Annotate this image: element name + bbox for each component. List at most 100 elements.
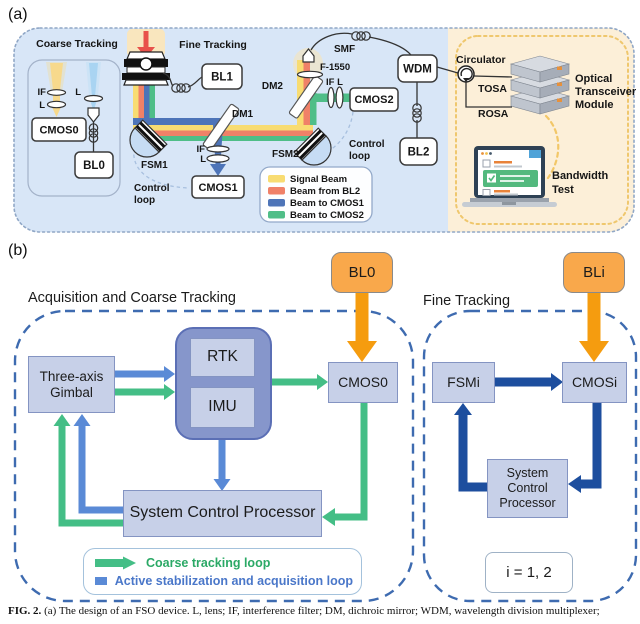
three-axis-gimbal-node: Three-axis Gimbal [28, 356, 115, 413]
fsm2-label: FSM2 [272, 149, 299, 160]
fsm2-mirror-icon [293, 127, 332, 166]
legend-swatch-cmos1 [268, 199, 285, 207]
l-label-cmos1: L [200, 154, 206, 165]
tosa-label: TOSA [478, 83, 507, 95]
bl2-coil-icon [412, 103, 422, 123]
bli-to-cmosi-arrow [579, 291, 609, 362]
rtk-node: RTK [190, 338, 255, 377]
otm-label-line3: Module [575, 99, 614, 111]
bl2-box [399, 137, 438, 166]
bl1-label: BL1 [211, 72, 233, 84]
fsm1-label: FSM1 [141, 160, 168, 171]
if-lens-cmos2 [327, 86, 335, 109]
stabilization-arrows [73, 366, 231, 514]
l-lens-coarse [46, 100, 67, 109]
panel-b-dashed-borders [13, 309, 638, 603]
laptop-icon [462, 146, 557, 207]
test-zone-dotted-border [455, 35, 629, 225]
legend-swatch-signal [268, 175, 285, 183]
caption-prefix: FIG. 2. [8, 605, 42, 617]
legend-label-stabilization-loop: Active stabilization and acquisition loo… [114, 573, 353, 588]
coarse-tracking-title: Coarse Tracking [36, 38, 118, 50]
circulator-label: Circulator [456, 54, 506, 66]
bandwidth-test-label-line2: Test [552, 184, 574, 196]
wdm-box [397, 54, 438, 83]
cmos0-box [31, 117, 87, 142]
bl1-box [201, 63, 243, 90]
l-lens-bl0 [83, 94, 104, 103]
lens-icons [46, 70, 344, 163]
control-loop-left-line2: loop [134, 195, 155, 206]
panel-a-dotted-border [13, 27, 635, 233]
smf-collimator-icon [302, 48, 315, 63]
imu-node: IMU [190, 387, 255, 428]
panel-b-tag: (b) [8, 242, 28, 259]
f1550-lens [296, 70, 324, 79]
legend-label-coarse-loop: Coarse tracking loop [146, 555, 271, 570]
optical-transceiver-module-icon [509, 55, 571, 115]
if-label-cmos1: IF [197, 144, 206, 155]
bl0-node: BL0 [331, 252, 393, 293]
fine-tracking-heading: Fine Tracking [423, 293, 511, 309]
legend-label-signal: Signal Beam [290, 174, 347, 185]
f1550-label: F-1550 [320, 62, 350, 73]
bl0-box [74, 151, 114, 179]
coarse-tracking-box [27, 59, 121, 197]
legend-label-cmos1: Beam to CMOS1 [290, 198, 365, 209]
control-loop-left-line1: Control [134, 183, 170, 194]
bl0-coil-icon [88, 123, 99, 143]
dm2-mirror-icon [288, 75, 324, 119]
wdm-label: WDM [403, 64, 432, 76]
loop-legend: Coarse tracking loop Active stabilizatio… [83, 548, 362, 595]
figure-caption: FIG. 2. (a) The design of an FSO device.… [8, 605, 640, 617]
fsm1-mirror-icon [129, 119, 168, 158]
bl1-coil-icon [171, 83, 191, 93]
if-lens-coarse [46, 89, 67, 96]
bandwidth-test-label-line1: Bandwidth [552, 170, 608, 182]
cmos0-label: CMOS0 [39, 125, 78, 137]
caption-text: (a) The design of an FSO device. L, lens… [44, 605, 600, 617]
l-lens-cmos1 [206, 154, 230, 163]
dm1-mirror-icon [202, 103, 240, 151]
cmos1-label: CMOS1 [198, 182, 237, 194]
otm-label-line2: Transceiver [575, 86, 637, 98]
l-label-bl0: L [75, 87, 81, 98]
circulator-icon [457, 65, 475, 83]
fsmi-node: FSMi [432, 362, 495, 403]
bl0-label: BL0 [83, 160, 105, 172]
telescope-icon [122, 31, 170, 86]
bl2-label: BL2 [408, 147, 430, 159]
fine-tracking-arrows [454, 373, 602, 493]
cmos1-box [191, 175, 245, 199]
beam-legend: Signal Beam Beam from BL2 Beam to CMOS1 … [259, 166, 373, 223]
index-note: i = 1, 2 [485, 552, 573, 593]
control-loop-right-line2: loop [349, 151, 370, 162]
rosa-label: ROSA [478, 108, 509, 120]
fine-tracking-dashed-box [422, 309, 638, 603]
legend-row-coarse: Coarse tracking loop [92, 555, 353, 571]
fine-tracking-title: Fine Tracking [179, 39, 247, 51]
l-label-coarse: L [39, 100, 45, 111]
fiber-coil-icons [88, 31, 422, 143]
panel-a-labels: Coarse Tracking Fine Tracking IF L L CMO… [36, 38, 637, 206]
if-label-coarse: IF [38, 87, 47, 98]
cmos0-node: CMOS0 [328, 362, 398, 403]
cmosi-node: CMOSi [562, 362, 627, 403]
dm2-label: DM2 [262, 81, 284, 92]
acquisition-coarse-heading: Acquisition and Coarse Tracking [28, 290, 236, 306]
otm-label-line1: Optical [575, 73, 612, 85]
legend-label-bl2: Beam from BL2 [290, 186, 360, 197]
legend-label-cmos2: Beam to CMOS2 [290, 210, 364, 221]
if-lens-cmos1 [206, 145, 230, 153]
control-loop-right-line1: Control [349, 139, 385, 150]
smf-coil-icon [351, 31, 371, 41]
bl0-to-cmos0-arrow [347, 291, 377, 362]
if-l-label-cmos2: IF L [326, 77, 343, 88]
module-laptop-link [544, 114, 560, 180]
blue-arrow-icon [95, 576, 107, 585]
bl0-collimator-icon [87, 107, 100, 123]
smf-label: SMF [334, 44, 355, 55]
incoming-beam-arrow [143, 31, 149, 48]
l-lens-cmos2 [335, 86, 344, 109]
